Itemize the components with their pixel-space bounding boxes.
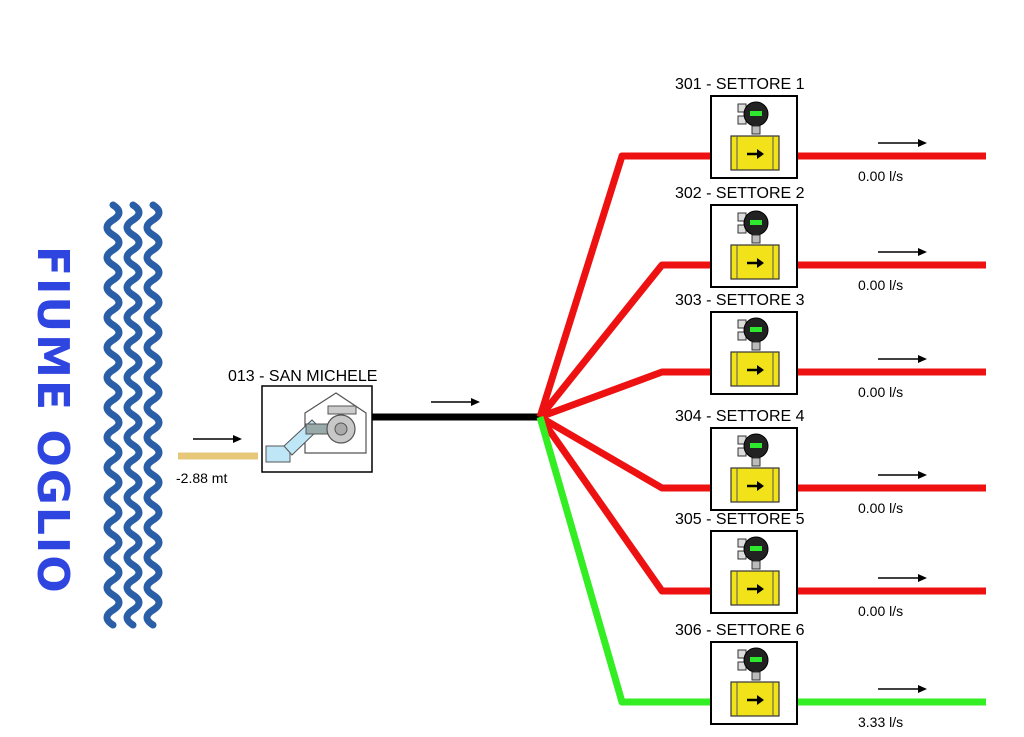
- intake-flow-arrow-icon: [193, 435, 242, 443]
- branch-pipe-in: [537, 261, 711, 420]
- flow-meter-icon: [730, 317, 780, 387]
- flow-meter-icon: [730, 433, 780, 503]
- flow-arrow-icon: [878, 574, 927, 582]
- sector-label: 303 - SETTORE 3: [675, 292, 805, 309]
- sector-flow-value: 0.00 l/s: [858, 168, 903, 184]
- sector-meter[interactable]: 305 - SETTORE 5 0.00 l/s: [675, 511, 927, 619]
- sector-label: 301 - SETTORE 1: [675, 76, 805, 93]
- flow-arrow-icon: [878, 355, 927, 363]
- branch-pipe-in: [538, 413, 711, 492]
- flow-meter-icon: [730, 647, 780, 717]
- branch-pipe-in: [536, 152, 711, 419]
- sector-meter[interactable]: 303 - SETTORE 3 0.00 l/s: [675, 292, 927, 400]
- flow-arrow-icon: [878, 685, 927, 693]
- sector-label: 306 - SETTORE 6: [675, 622, 805, 639]
- sector-label: 305 - SETTORE 5: [675, 511, 805, 528]
- flow-meter-icon: [730, 210, 780, 280]
- river-level-value: -2.88 mt: [176, 470, 227, 486]
- sector-flow-value: 0.00 l/s: [858, 277, 903, 293]
- pump-station-icon[interactable]: [261, 385, 373, 473]
- sector-meter[interactable]: 301 - SETTORE 1 0.00 l/s: [675, 76, 927, 184]
- branch-pipe-in: [538, 368, 711, 421]
- sector-flow-value: 0.00 l/s: [858, 384, 903, 400]
- main-flow-arrow-icon: [431, 398, 480, 406]
- sector-label: 302 - SETTORE 2: [675, 185, 805, 202]
- river-name: FIUME OGLIO: [27, 246, 78, 595]
- flow-arrow-icon: [878, 248, 927, 256]
- sector-meter[interactable]: 304 - SETTORE 4 0.00 l/s: [675, 408, 927, 516]
- sector-flow-value: 3.33 l/s: [858, 714, 903, 730]
- branch-pipe-in: [537, 414, 711, 595]
- sector-meter[interactable]: 306 - SETTORE 6 3.33 l/s: [675, 622, 927, 730]
- sector-flow-value: 0.00 l/s: [858, 500, 903, 516]
- sector-flow-value: 0.00 l/s: [858, 603, 903, 619]
- flow-arrow-icon: [878, 139, 927, 147]
- flow-meter-icon: [730, 101, 780, 171]
- sector-label: 304 - SETTORE 4: [675, 408, 805, 425]
- sector-meter[interactable]: 302 - SETTORE 2 0.00 l/s: [675, 185, 927, 293]
- branch-pipe-in: [536, 416, 711, 706]
- river-waves: [103, 201, 163, 629]
- flow-arrow-icon: [878, 471, 927, 479]
- flow-meter-icon: [730, 536, 780, 606]
- station-label: 013 - SAN MICHELE: [228, 368, 377, 385]
